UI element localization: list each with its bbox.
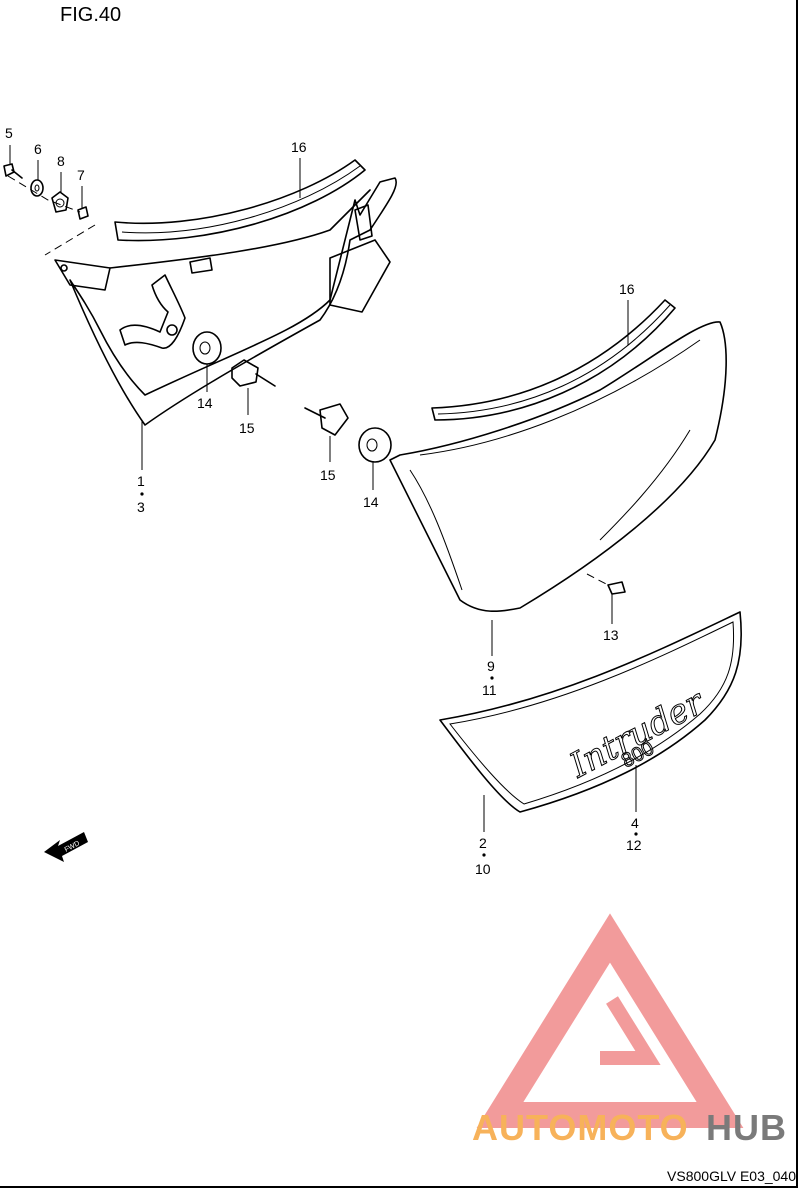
- collar-7-icon: [77, 206, 89, 220]
- trim-strip-upper-right: [431, 299, 676, 421]
- callout-6: 6: [34, 141, 42, 157]
- callout-15-center: 15: [320, 467, 336, 483]
- washer-6-icon: [30, 179, 44, 197]
- right-side-cover: [389, 321, 727, 613]
- callout-16-right: 16: [619, 281, 635, 297]
- callout-14-center: 14: [363, 494, 379, 510]
- callout-5: 5: [5, 125, 13, 141]
- figure-code: VS800GLV E03_040: [667, 1168, 796, 1184]
- callout-13: 13: [603, 627, 619, 643]
- callout-8: 8: [57, 153, 65, 169]
- grommet-14-left-icon: [192, 331, 222, 365]
- screw-15-center-icon: [304, 403, 349, 436]
- callout-12: 12: [626, 837, 642, 853]
- trim-strip-upper-left: [114, 159, 366, 242]
- emblem-plate: [439, 611, 743, 813]
- fwd-arrow-icon: [44, 832, 88, 862]
- callout-3: 3: [137, 499, 145, 515]
- callout-4: 4: [631, 815, 639, 831]
- logo-triangle-icon: [476, 913, 744, 1128]
- callout-11: 11: [482, 682, 497, 698]
- callout-15-left: 15: [239, 420, 255, 436]
- watermark-text-automoto: AUTOMOTO: [472, 1107, 689, 1148]
- left-frame-cover: [54, 177, 397, 426]
- callout-7: 7: [77, 167, 85, 183]
- emblem-script: Intruder: [563, 682, 712, 787]
- watermark-text-hub: HUB: [706, 1107, 787, 1148]
- clip-13-icon: [607, 581, 626, 595]
- callout-1: 1: [137, 473, 145, 489]
- callout-10: 10: [475, 861, 491, 877]
- grommet-14-center-icon: [358, 427, 392, 463]
- watermark-logo: [476, 913, 744, 1128]
- figure-title: FIG.40: [60, 4, 122, 26]
- callout-9: 9: [487, 658, 495, 674]
- callout-16-left: 16: [291, 139, 307, 155]
- screw-15-left-icon: [231, 359, 276, 387]
- callout-14-left: 14: [197, 395, 213, 411]
- callout-2: 2: [479, 835, 487, 851]
- bolt-5-icon: [3, 163, 23, 179]
